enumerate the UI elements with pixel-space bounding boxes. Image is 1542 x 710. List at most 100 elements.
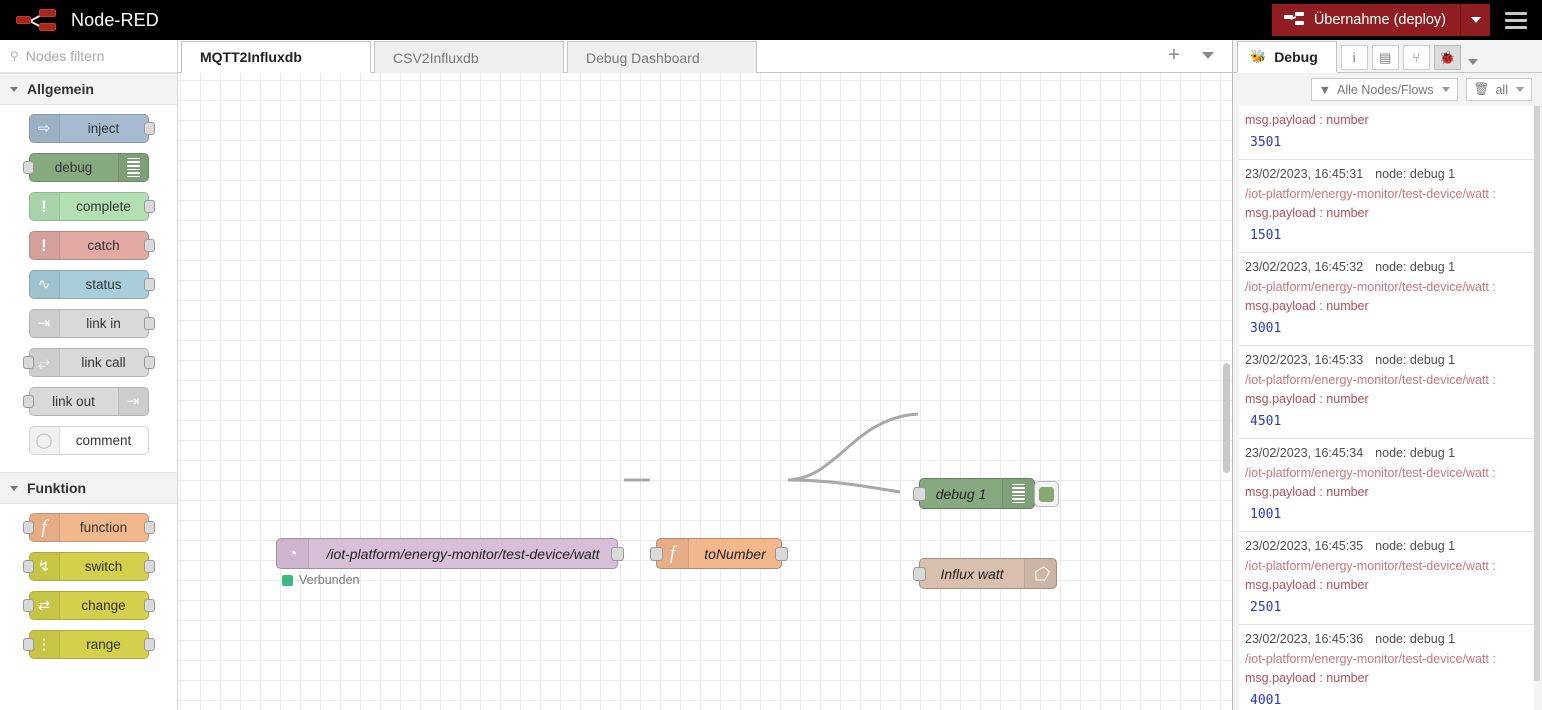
debug-node-port-in[interactable] <box>913 487 926 501</box>
mqtt-signal-icon-box: ◔ <box>277 539 309 568</box>
palette-node-range[interactable]: ⋮range <box>29 630 149 659</box>
palette-node-port-in <box>23 560 34 573</box>
debug-message-timestamp: 23/02/2023, 16:45:32 <box>1245 260 1363 274</box>
git-branch-tab[interactable]: ⑂ <box>1403 45 1430 70</box>
debug-bars-icon-box <box>1002 479 1034 508</box>
palette-node-port-out <box>144 599 155 612</box>
brand: Node-RED <box>0 7 159 33</box>
palette-node-status[interactable]: ∿status <box>29 270 149 299</box>
palette-node-comment[interactable]: ◯comment <box>29 426 149 455</box>
palette-search[interactable]: ⚲ <box>0 40 177 73</box>
palette-node-link-in[interactable]: ⇥link in <box>29 309 149 338</box>
function-node-port-in[interactable] <box>650 547 663 561</box>
info-tab[interactable]: i <box>1341 45 1368 70</box>
function-node-port-out[interactable] <box>775 547 788 561</box>
debug-message-meta: 23/02/2023, 16:45:33node: debug 1 <box>1245 351 1527 371</box>
palette-node-link-call[interactable]: ⥂link call <box>29 348 149 377</box>
debug-tab[interactable]: 🐞 <box>1434 45 1461 70</box>
chevron-down-icon <box>1442 87 1450 92</box>
change-icon: ⇄ <box>38 598 51 613</box>
debug-message[interactable]: msg.payload : number3501 <box>1239 106 1535 160</box>
mqtt-signal-icon: ◔ <box>287 545 297 562</box>
deploy-button[interactable]: Übernahme (deploy) <box>1272 4 1460 36</box>
palette-node-complete[interactable]: !complete <box>29 192 149 221</box>
flow-canvas[interactable]: ◔/iot-platform/energy-monitor/test-devic… <box>178 73 1232 710</box>
chevron-down-icon <box>1468 59 1478 65</box>
palette-node-catch[interactable]: !catch <box>29 231 149 260</box>
debug-message[interactable]: 23/02/2023, 16:45:32node: debug 1/iot-pl… <box>1239 253 1535 346</box>
exclamation-icon: ! <box>41 198 47 215</box>
debug-toolbar: ▼ Alle Nodes/Flows 🗑 all <box>1233 73 1542 106</box>
function-f-icon: f <box>670 544 675 563</box>
exclamation-icon-box: ! <box>30 232 60 259</box>
filter-funnel-icon: ▼ <box>1319 83 1331 97</box>
plus-icon: + <box>1168 45 1180 65</box>
debug-message-meta: 23/02/2023, 16:45:35node: debug 1 <box>1245 537 1527 557</box>
debug-message-node: node: debug 1 <box>1375 632 1455 646</box>
palette-scroll[interactable]: Allgemein ⇨inject debug !complete !catch ∿sta… <box>0 73 177 710</box>
function-node[interactable]: ftoNumber <box>656 538 782 569</box>
palette-node-link-out[interactable]: link out⇥ <box>29 387 149 416</box>
palette-node-switch[interactable]: ↯switch <box>29 552 149 581</box>
palette-category-funktion[interactable]: Funktion <box>0 472 177 504</box>
palette-node-change[interactable]: ⇄ change <box>29 591 149 620</box>
debug-filter-button[interactable]: ▼ Alle Nodes/Flows <box>1311 78 1458 101</box>
debug-message-topic: /iot-platform/energy-monitor/test-device… <box>1245 650 1527 670</box>
debug-message[interactable]: 23/02/2023, 16:45:33node: debug 1/iot-pl… <box>1239 346 1535 439</box>
debug-clear-button[interactable]: 🗑 all <box>1466 78 1532 101</box>
chevron-down-icon <box>10 486 18 491</box>
pulse-icon-box: ∿ <box>30 271 60 298</box>
sidebar-tab-bar: 🐝 Debug i▤⑂🐞 <box>1233 40 1542 73</box>
palette-node-label: status <box>60 277 148 292</box>
debug-message[interactable]: 23/02/2023, 16:45:35node: debug 1/iot-pl… <box>1239 532 1535 625</box>
debug-node[interactable]: debug 1 <box>919 478 1035 509</box>
palette-node-label: link call <box>60 355 148 370</box>
mqtt-in-node-port-out[interactable] <box>611 547 624 561</box>
flow-tab-label: MQTT2Influxdb <box>200 49 302 65</box>
chevron-down-icon <box>1516 87 1524 92</box>
palette-node-inject[interactable]: ⇨inject <box>29 114 149 143</box>
palette-node-label: debug <box>30 160 118 175</box>
palette-node-port-out <box>144 317 155 330</box>
palette-node-label: range <box>60 637 148 652</box>
search-input[interactable] <box>26 48 161 64</box>
palette-node-port-out <box>144 278 155 291</box>
palette-category-label: Funktion <box>27 480 86 496</box>
flow-tab-label: CSV2Influxdb <box>393 50 479 66</box>
palette-node-function[interactable]: ffunction <box>29 513 149 542</box>
palette-node-port-out <box>144 200 155 213</box>
debug-scrollbar[interactable] <box>1534 106 1540 710</box>
debug-message-value: 4501 <box>1245 410 1527 432</box>
palette-category-allgemein[interactable]: Allgemein <box>0 73 177 105</box>
flow-tab-bar: MQTT2Influxdb CSV2Influxdb Debug Dashboard… <box>178 40 1232 73</box>
flow-tab-CSV2Influxdb[interactable]: CSV2Influxdb <box>374 41 564 73</box>
debug-message-value: 2501 <box>1245 596 1527 618</box>
main-menu-button[interactable] <box>1490 0 1542 40</box>
debug-node-toggle-button[interactable] <box>1034 481 1059 507</box>
canvas-vertical-scrollbar[interactable] <box>1223 363 1230 473</box>
palette-node-debug[interactable]: debug <box>29 153 149 182</box>
flow-tab-Debug-Dashboard[interactable]: Debug Dashboard <box>567 41 757 73</box>
sidebar-menu-button[interactable] <box>1468 59 1478 72</box>
debug-message[interactable]: 23/02/2023, 16:45:31node: debug 1/iot-pl… <box>1239 160 1535 253</box>
debug-message[interactable]: 23/02/2023, 16:45:36node: debug 1/iot-pl… <box>1239 625 1535 710</box>
deploy-dropdown-button[interactable] <box>1460 4 1490 36</box>
debug-message-node: node: debug 1 <box>1375 260 1455 274</box>
debug-message-list[interactable]: msg.payload : number350123/02/2023, 16:4… <box>1233 106 1542 710</box>
tab-debug[interactable]: 🐝 Debug <box>1237 41 1337 73</box>
influx-node[interactable]: Influx watt⬠ <box>919 558 1057 589</box>
palette-node-list: ffunction ↯switch ⇄ change ⋮range <box>0 504 177 676</box>
palette-node-label: switch <box>60 559 148 574</box>
influx-node-port-in[interactable] <box>913 567 926 581</box>
add-flow-button[interactable]: + <box>1160 42 1188 68</box>
toggle-active-indicator <box>1039 487 1054 502</box>
help-book-tab[interactable]: ▤ <box>1372 45 1399 70</box>
debug-message[interactable]: 23/02/2023, 16:45:34node: debug 1/iot-pl… <box>1239 439 1535 532</box>
palette-node-label: change <box>60 598 148 613</box>
palette-node-port-in <box>23 395 34 408</box>
header-actions: Übernahme (deploy) <box>1272 0 1542 40</box>
palette-node-port-in <box>23 356 34 369</box>
mqtt-in-node[interactable]: ◔/iot-platform/energy-monitor/test-devic… <box>276 538 618 569</box>
flow-tab-MQTT2Influxdb[interactable]: MQTT2Influxdb <box>181 41 371 73</box>
flow-menu-button[interactable] <box>1194 42 1222 68</box>
